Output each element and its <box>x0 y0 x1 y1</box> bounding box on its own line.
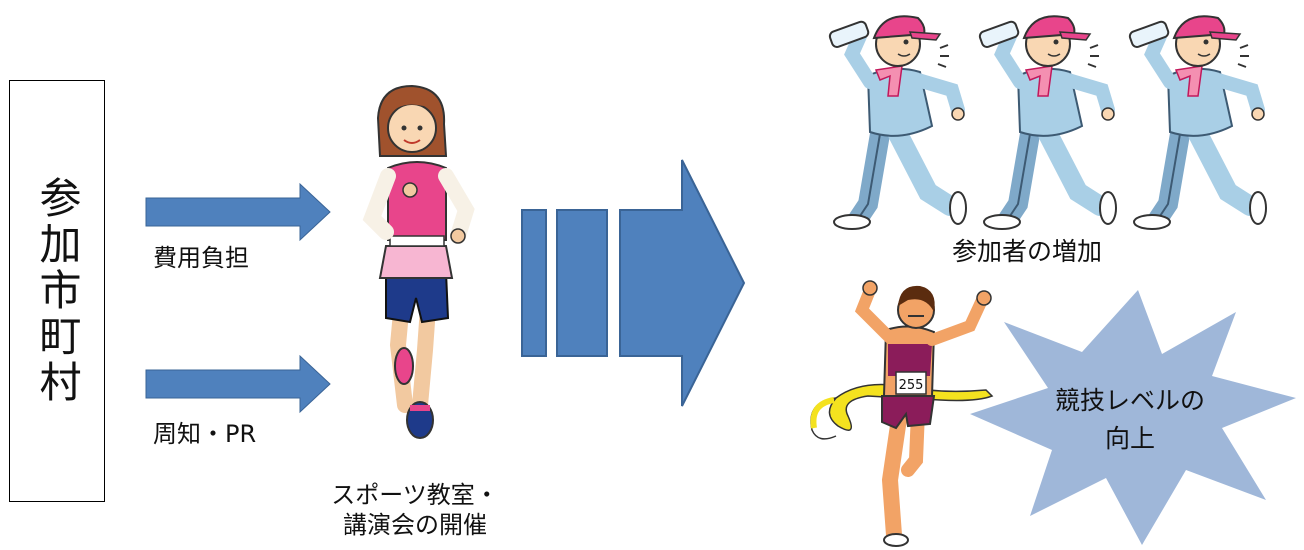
center-caption-line-1: スポーツ教室・ <box>331 481 499 509</box>
walker-2 <box>978 16 1116 229</box>
participants-increase-label: 参加者の増加 <box>952 237 1103 266</box>
level-burst <box>970 290 1296 545</box>
participating-municipalities-label: 参加市町村 <box>33 176 82 406</box>
level-improvement-line-2: 向上 <box>1104 423 1155 453</box>
participating-municipalities-box: 参加市町村 <box>9 80 105 502</box>
pr-arrow <box>145 354 331 414</box>
level-improvement-line-1: 競技レベルの <box>1054 386 1205 415</box>
walker-1 <box>828 16 966 229</box>
walker-3 <box>1128 16 1266 229</box>
level-improvement-label: 競技レベルの 向上 <box>1010 382 1250 457</box>
cost-burden-label: 費用負担 <box>153 244 249 272</box>
finish-runner-illustration: 255 <box>810 280 994 547</box>
cost-arrow <box>145 182 331 242</box>
result-arrow <box>521 159 746 407</box>
center-caption: スポーツ教室・ 講演会の開催 <box>280 480 550 540</box>
bib-number: 255 <box>899 378 924 393</box>
runner-illustration <box>362 84 475 439</box>
publicity-label: 周知・PR <box>153 420 257 448</box>
center-caption-line-2: 講演会の開催 <box>343 511 487 539</box>
